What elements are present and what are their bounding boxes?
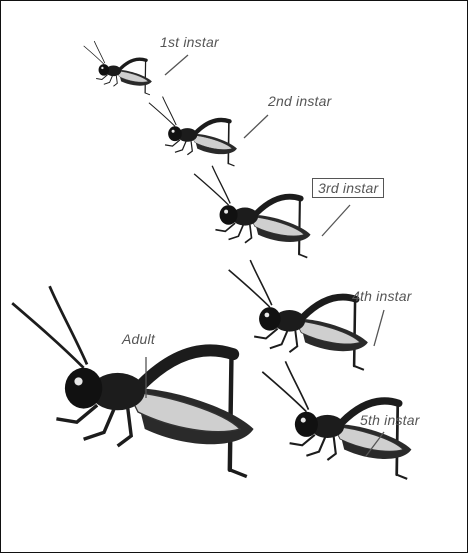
label-5th-instar: 5th instar: [360, 412, 420, 428]
leader-line-2nd: [244, 115, 268, 138]
fourth-instar-nymph: [229, 260, 368, 370]
label-adult: Adult: [122, 331, 155, 347]
label-4th-instar: 4th instar: [352, 288, 412, 304]
second-instar-nymph: [149, 97, 237, 166]
label-2nd-instar: 2nd instar: [268, 93, 331, 109]
label-3rd-instar: 3rd instar: [312, 178, 384, 198]
label-1st-instar: 1st instar: [160, 34, 219, 50]
third-instar-nymph: [194, 166, 310, 258]
leader-line-1st: [165, 55, 188, 75]
leader-line-4th: [374, 310, 384, 346]
adult-grasshopper: [12, 286, 253, 476]
first-instar-nymph: [84, 41, 152, 95]
leader-line-3rd: [322, 205, 350, 236]
